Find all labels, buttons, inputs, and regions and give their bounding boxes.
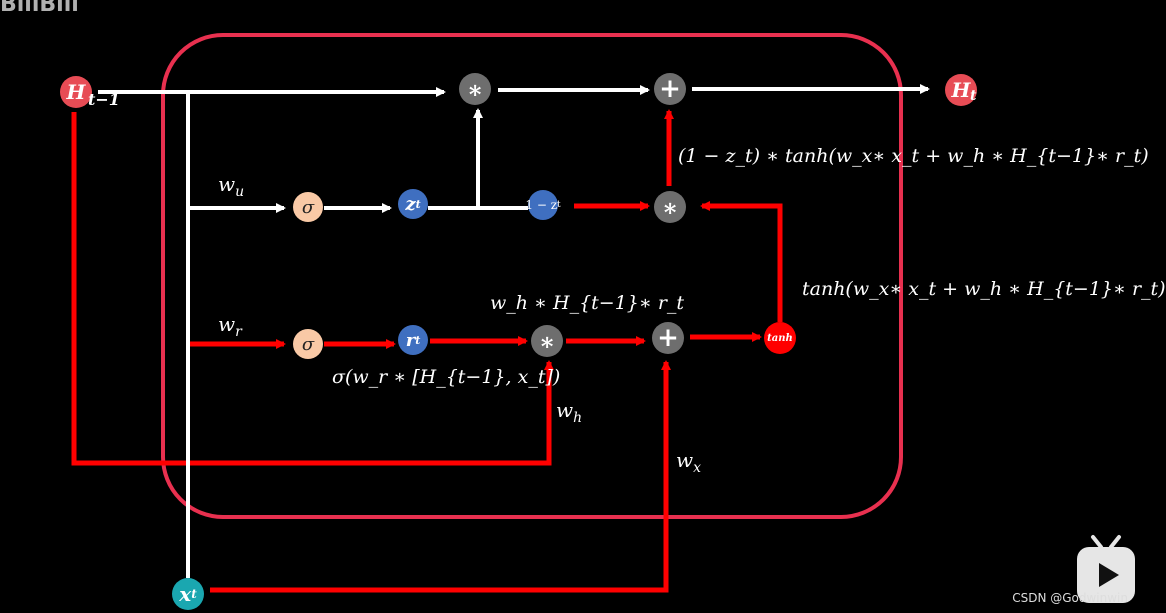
h-prev-node: H — [60, 76, 92, 108]
r-t-sub: t — [415, 333, 421, 347]
gru-diagram — [71, 33, 930, 593]
plus-bottom-node: + — [652, 322, 684, 354]
eq-sigma-label: σ(w_r ∗ [H_{t−1}, x_t]) — [332, 366, 561, 388]
one-minus-z-text: 1 − z — [525, 198, 558, 212]
w-r-main: w — [218, 312, 236, 336]
w-h-sub: h — [573, 410, 583, 426]
w-r-sub: r — [235, 324, 242, 340]
bilibili-watermark: BiliBili — [0, 0, 79, 17]
mul-top-node: ∗ — [459, 73, 491, 105]
h-prev-main: H — [66, 80, 86, 104]
w-h-main: w — [556, 398, 574, 422]
z-t-main: z — [405, 193, 416, 215]
sigma-u-node: σ — [293, 192, 323, 222]
eq-top-label: (1 − z_t) ∗ tanh(w_x∗ x_t + w_h ∗ H_{t−1… — [678, 145, 1149, 167]
h-t-sub: t — [970, 88, 977, 104]
csdn-watermark: CSDN @Godwinwin — [1012, 591, 1128, 605]
w-x-sub: x — [693, 460, 702, 476]
w-u-main: w — [218, 172, 236, 196]
h-prev-to-wh-line — [71, 112, 554, 466]
w-h-label: wh — [556, 398, 582, 426]
tanh-node: tanh — [764, 322, 796, 354]
h-t-node: H — [945, 74, 977, 106]
plus-top-node: + — [654, 73, 686, 105]
eq-tanh-label: tanh(w_x∗ x_t + w_h ∗ H_{t−1}∗ r_t) — [802, 278, 1166, 300]
x-t-main: x — [179, 582, 192, 606]
xt-to-wx-line — [210, 360, 671, 593]
w-x-main: w — [676, 448, 694, 472]
sigma-r-node: σ — [293, 329, 323, 359]
mul-mid-node: ∗ — [654, 191, 686, 223]
white-lines — [98, 84, 930, 578]
r-t-main: r — [405, 329, 416, 351]
x-t-sub: t — [191, 587, 197, 601]
one-minus-z-sub: t — [557, 200, 561, 210]
mul-bottom-node: ∗ — [531, 325, 563, 357]
x-t-node: x t — [172, 578, 204, 610]
tanh-up-line — [700, 201, 783, 322]
w-x-label: wx — [676, 448, 701, 476]
h-prev-sub: t−1 — [88, 90, 120, 109]
w-u-label: wu — [218, 172, 244, 200]
w-u-sub: u — [235, 184, 245, 200]
z-t-sub: t — [415, 197, 421, 211]
h-t-main: H — [951, 78, 971, 102]
bilibili-tv-icon — [1077, 535, 1135, 603]
eq-wh-h-r-label: w_h ∗ H_{t−1}∗ r_t — [490, 292, 685, 314]
red-lines — [71, 112, 783, 593]
gru-cell-box — [161, 33, 903, 519]
w-r-label: wr — [218, 312, 242, 340]
